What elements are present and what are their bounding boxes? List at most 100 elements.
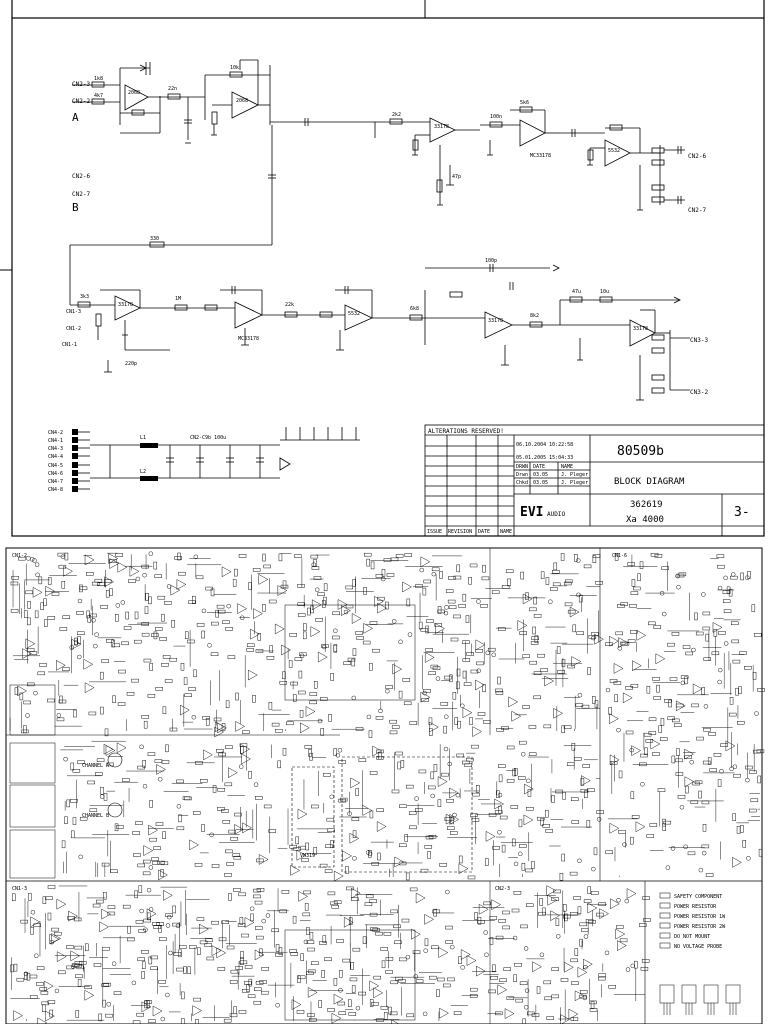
schematic-trace	[719, 769, 724, 774]
schematic-trace	[563, 725, 572, 729]
schematic-trace	[38, 576, 43, 585]
schematic-trace	[42, 896, 47, 905]
schematic-trace	[450, 831, 458, 835]
schematic-trace	[562, 904, 567, 912]
schematic-trace	[494, 810, 503, 814]
schematic-trace	[455, 792, 461, 798]
schematic-trace	[258, 574, 269, 585]
schematic-trace	[348, 1012, 357, 1016]
schematic-trace	[73, 917, 82, 922]
schematic-trace	[116, 742, 127, 754]
schematic-trace	[327, 828, 335, 832]
schematic-trace	[431, 567, 440, 572]
schematic-trace	[19, 692, 24, 701]
schematic-trace	[227, 655, 236, 659]
schematic-trace	[205, 586, 213, 591]
schematic-trace	[121, 641, 129, 646]
schematic-trace	[176, 826, 185, 831]
schematic-trace	[230, 837, 238, 841]
schematic-trace	[30, 916, 41, 928]
schematic-trace	[574, 990, 585, 1002]
schematic-trace	[595, 581, 603, 585]
component-legend: SAFETY COMPONENT POWER RESISTOR POWER RE…	[659, 892, 741, 1015]
schematic-trace	[701, 592, 706, 597]
schematic-trace	[717, 667, 723, 673]
schematic-trace	[192, 1005, 203, 1016]
schematic-trace	[348, 999, 352, 1007]
schematic-trace	[676, 573, 685, 578]
schematic-trace	[369, 771, 378, 775]
schematic-trace	[277, 760, 281, 769]
schematic-trace	[300, 953, 304, 961]
schematic-trace	[406, 1013, 414, 1018]
schematic-trace	[653, 625, 662, 629]
schematic-trace	[302, 631, 307, 640]
schematic-trace	[155, 822, 164, 826]
schematic-trace	[112, 643, 121, 648]
schematic-trace	[205, 718, 210, 726]
schematic-trace	[109, 588, 113, 596]
schematic-trace	[252, 568, 261, 572]
opamp-u2-label: 2068	[236, 98, 248, 104]
schematic-trace	[51, 933, 61, 944]
schematic-trace	[125, 611, 129, 620]
schematic-trace	[746, 856, 751, 861]
schematic-trace	[228, 893, 232, 901]
schematic-trace	[579, 922, 587, 927]
schematic-trace	[269, 645, 273, 653]
schematic-trace	[622, 692, 633, 704]
schematic-trace	[476, 785, 480, 793]
schematic-trace	[174, 556, 182, 560]
schematic-trace	[513, 861, 519, 867]
schematic-trace	[111, 961, 117, 966]
schematic-trace	[142, 572, 147, 578]
schematic-trace	[189, 839, 199, 851]
schematic-trace	[460, 949, 471, 960]
schematic-trace	[16, 977, 25, 982]
schematic-trace	[449, 674, 453, 683]
schematic-trace	[418, 621, 423, 630]
schematic-trace	[101, 862, 110, 867]
schematic-trace	[633, 586, 641, 591]
schematic-trace	[290, 865, 301, 876]
schematic-trace	[317, 651, 328, 663]
schematic-trace	[233, 1006, 237, 1014]
schematic-trace	[188, 687, 196, 691]
schematic-trace	[39, 987, 48, 991]
schematic-trace	[690, 800, 699, 804]
schematic-trace	[206, 956, 215, 961]
schematic-trace	[286, 721, 294, 726]
schematic-trace	[487, 647, 496, 652]
schematic-trace	[605, 687, 611, 693]
drawing-number: 80509b	[617, 444, 664, 459]
schematic-trace	[146, 908, 157, 920]
schematic-trace	[519, 740, 527, 745]
schematic-trace	[498, 919, 506, 923]
schematic-trace	[333, 870, 344, 882]
schematic-trace	[37, 671, 46, 676]
schematic-trace	[543, 724, 552, 729]
schematic-trace	[571, 820, 580, 824]
schematic-trace	[376, 821, 387, 832]
schematic-trace	[137, 863, 145, 868]
schematic-trace	[392, 663, 403, 675]
schematic-trace	[519, 981, 528, 986]
schematic-trace	[189, 945, 197, 949]
schematic-trace	[747, 571, 751, 579]
schematic-trace	[667, 642, 675, 647]
schematic-trace	[440, 702, 449, 706]
schematic-trace	[257, 633, 261, 641]
schematic-trace	[352, 648, 357, 656]
schematic-trace	[60, 554, 66, 559]
schematic-trace	[429, 721, 439, 733]
schematic-trace	[431, 945, 439, 950]
schematic-trace	[362, 640, 371, 645]
schematic-trace	[430, 664, 439, 669]
side-label: CN1-6	[612, 553, 627, 559]
schematic-trace	[385, 957, 394, 961]
schematic-trace	[443, 746, 449, 752]
schematic-trace	[646, 685, 651, 694]
schematic-trace	[160, 1016, 166, 1022]
schematic-trace	[533, 671, 542, 675]
schematic-trace	[422, 1011, 428, 1017]
